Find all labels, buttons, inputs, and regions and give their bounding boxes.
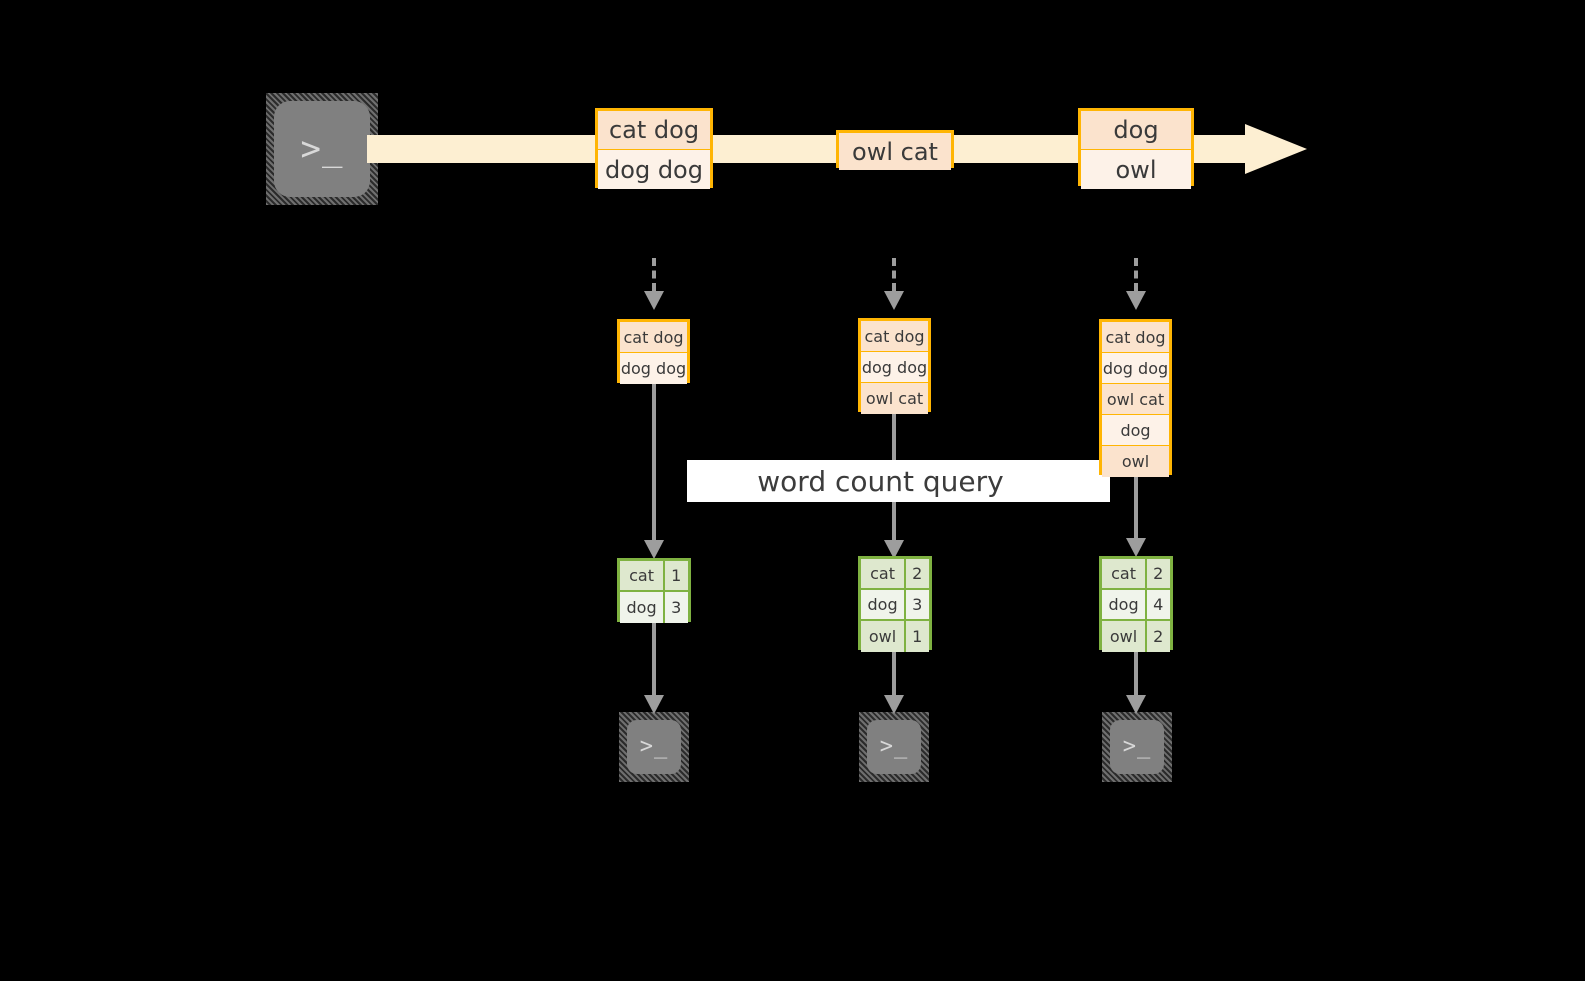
snapshot-3-result-table: cat 2 dog 4 owl 2	[1099, 556, 1173, 652]
cell-count: 2	[1153, 564, 1164, 583]
log-line: owl cat	[1102, 384, 1169, 415]
table-row: dog 3	[861, 590, 929, 621]
terminal-prompt-glyph: >_	[879, 734, 909, 759]
cell-count: 2	[1153, 627, 1164, 646]
log-line: dog dog	[1102, 353, 1169, 384]
log-line: owl cat	[861, 383, 928, 414]
terminal-prompt-glyph: >_	[1122, 734, 1152, 759]
log-line: dog dog	[620, 353, 687, 384]
stream-event-1: cat dog dog dog	[595, 108, 713, 189]
line	[1134, 475, 1138, 538]
log-line: dog dog	[861, 352, 928, 383]
arrowhead	[1126, 538, 1146, 557]
arrowhead	[884, 695, 904, 714]
cell-word: dog	[620, 592, 666, 623]
consumer-terminal-icon-3: >_	[1102, 712, 1172, 782]
arrowhead	[1126, 695, 1146, 714]
stream-arrowhead	[1245, 124, 1307, 174]
arrowhead	[1126, 291, 1146, 310]
query-label-band: word count query	[687, 460, 1110, 502]
line	[892, 650, 896, 695]
cell-count: 3	[912, 595, 923, 614]
table-row: dog 3	[620, 592, 688, 623]
table-row: owl 1	[861, 621, 929, 652]
cell-word: cat	[1102, 559, 1148, 588]
query-label-text: word count query	[757, 464, 1004, 498]
line	[652, 622, 656, 695]
icon-face	[1110, 720, 1164, 774]
snapshot-2-result-table: cat 2 dog 3 owl 1	[858, 556, 932, 652]
log-line: owl cat	[839, 133, 951, 170]
log-line: cat dog	[620, 322, 687, 353]
cell-count: 4	[1153, 595, 1164, 614]
cell-count: 1	[912, 627, 923, 646]
cell-word: owl	[1102, 621, 1148, 652]
log-line: dog	[1102, 415, 1169, 446]
table-row: owl 2	[1102, 621, 1170, 652]
terminal-prompt-glyph: >_	[639, 734, 669, 759]
snapshot-1-result-table: cat 1 dog 3	[617, 558, 691, 623]
icon-face	[274, 101, 370, 197]
log-line: cat dog	[861, 321, 928, 352]
producer-terminal-icon: >_	[266, 93, 378, 205]
arrowhead	[644, 291, 664, 310]
table-row: cat 2	[1102, 559, 1170, 590]
arrowhead	[884, 540, 904, 559]
snapshot-1-log: cat dog dog dog	[617, 319, 690, 384]
log-line: owl	[1102, 446, 1169, 477]
line	[1134, 650, 1138, 695]
stream-event-2: owl cat	[836, 130, 954, 170]
table-row: cat 2	[861, 559, 929, 590]
table-row: cat 1	[620, 561, 688, 592]
log-line: dog	[1081, 111, 1191, 150]
dashed-line	[892, 258, 896, 291]
terminal-prompt-glyph: >_	[300, 129, 344, 169]
cell-count: 1	[671, 566, 682, 585]
log-line: owl	[1081, 150, 1191, 189]
icon-face	[627, 720, 681, 774]
cell-word: cat	[620, 561, 666, 590]
arrowhead	[644, 540, 664, 559]
cell-count: 3	[671, 598, 682, 617]
line	[652, 383, 656, 540]
arrowhead	[884, 291, 904, 310]
cell-word: dog	[861, 590, 907, 619]
snapshot-3-log: cat dog dog dog owl cat dog owl	[1099, 319, 1172, 477]
cell-count: 2	[912, 564, 923, 583]
icon-face	[867, 720, 921, 774]
cell-word: cat	[861, 559, 907, 588]
cell-word: owl	[861, 621, 907, 652]
stream-event-3: dog owl	[1078, 108, 1194, 189]
dashed-line	[652, 258, 656, 291]
dashed-line	[1134, 258, 1138, 291]
cell-word: dog	[1102, 590, 1148, 619]
table-row: dog 4	[1102, 590, 1170, 621]
consumer-terminal-icon-1: >_	[619, 712, 689, 782]
log-line: cat dog	[1102, 322, 1169, 353]
consumer-terminal-icon-2: >_	[859, 712, 929, 782]
log-line: dog dog	[598, 150, 710, 189]
snapshot-2-log: cat dog dog dog owl cat	[858, 318, 931, 414]
arrowhead	[644, 695, 664, 714]
log-line: cat dog	[598, 111, 710, 150]
